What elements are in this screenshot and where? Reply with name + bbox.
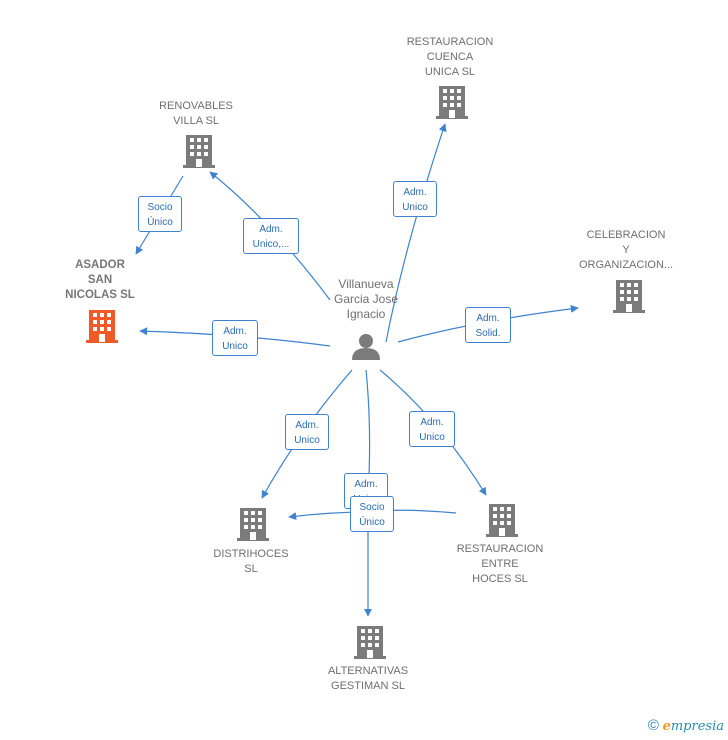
edge-label-socio-unico-bottom: Socio Único: [350, 496, 394, 532]
edge-label-socio-unico: Socio Único: [138, 196, 182, 232]
building-icon[interactable]: [86, 310, 118, 343]
building-icon[interactable]: [436, 86, 468, 119]
company-restauracion-entre-hoces[interactable]: RESTAURACION ENTRE HOCES SL: [456, 543, 544, 585]
person-name[interactable]: Villanueva Garcia Jose Ignacio: [333, 277, 399, 321]
edge-label-celebracion-adm: Adm. Solid.: [465, 307, 511, 343]
building-icon[interactable]: [237, 508, 269, 541]
company-celebracion[interactable]: CELEBRACION Y ORGANIZACION...: [578, 229, 674, 271]
company-asador-san-nicolas[interactable]: ASADOR SAN NICOLAS SL: [65, 259, 135, 301]
building-icon[interactable]: [486, 504, 518, 537]
edge-label-asador-adm: Adm. Unico: [212, 320, 258, 356]
building-icon[interactable]: [183, 135, 215, 168]
edge-to-cuenca: [385, 123, 447, 343]
copyright-symbol: ©: [647, 717, 659, 734]
edge-label-cuenca-adm: Adm. Unico: [393, 181, 437, 217]
brand-logo: empresia: [662, 719, 724, 734]
company-restauracion-cuenca[interactable]: RESTAURACION CUENCA UNICA SL: [406, 36, 494, 78]
building-icon[interactable]: [354, 626, 386, 659]
edge-label-renovables-adm: Adm. Unico,...: [243, 218, 299, 254]
company-distrihoces[interactable]: DISTRIHOCES SL: [213, 548, 289, 575]
person-icon[interactable]: [352, 334, 380, 360]
edge-label-entre-hoces-adm: Adm. Unico: [409, 411, 455, 447]
footer-brand: © empresia: [648, 717, 724, 734]
company-renovables-villa[interactable]: RENOVABLES VILLA SL: [159, 100, 233, 127]
company-alternativas-gestiman[interactable]: ALTERNATIVAS GESTIMAN SL: [327, 665, 409, 692]
building-icon[interactable]: [613, 280, 645, 313]
edge-label-distrihoces-adm: Adm. Unico: [285, 414, 329, 450]
